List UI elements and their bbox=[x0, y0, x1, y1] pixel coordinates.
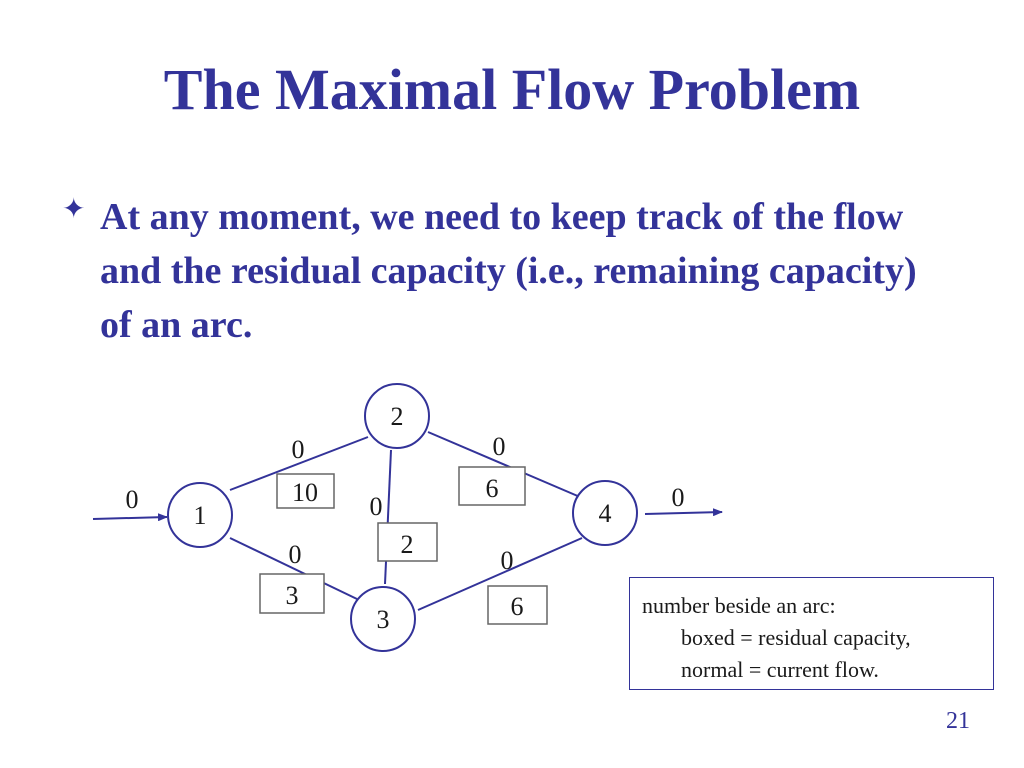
svg-text:2: 2 bbox=[391, 402, 404, 431]
flow-label-2-3: 0 bbox=[370, 492, 383, 521]
svg-text:4: 4 bbox=[599, 499, 612, 528]
svg-text:2: 2 bbox=[401, 530, 414, 559]
flow-label-1-2: 0 bbox=[292, 435, 305, 464]
svg-text:6: 6 bbox=[511, 592, 524, 621]
bullet-star-icon: ✦ bbox=[62, 194, 86, 225]
residual-box-2-3: 2 bbox=[377, 522, 438, 562]
arc-2-4 bbox=[427, 431, 581, 498]
legend-box: number beside an arc: boxed = residual c… bbox=[629, 577, 994, 690]
svg-text:3: 3 bbox=[286, 581, 299, 610]
svg-text:10: 10 bbox=[292, 478, 318, 507]
bullet-text: At any moment, we need to keep track of … bbox=[100, 196, 917, 346]
node-2: 2 bbox=[364, 383, 430, 449]
svg-text:6: 6 bbox=[486, 474, 499, 503]
arc-3-4 bbox=[417, 537, 583, 611]
arc-source-1 bbox=[92, 513, 168, 522]
node-1: 1 bbox=[167, 482, 233, 548]
arc-4-sink bbox=[644, 508, 723, 517]
flow-label-1-3: 0 bbox=[289, 540, 302, 569]
residual-box-3-4: 6 bbox=[487, 585, 548, 625]
residual-box-2-4: 6 bbox=[458, 466, 526, 506]
flow-label-2-4: 0 bbox=[493, 432, 506, 461]
legend-line-1: number beside an arc: bbox=[642, 593, 836, 618]
page-number: 21 bbox=[946, 708, 970, 734]
flow-label-source-1: 0 bbox=[126, 485, 139, 514]
arc-1-2 bbox=[229, 436, 369, 491]
node-3: 3 bbox=[350, 586, 416, 652]
flow-label-3-4: 0 bbox=[501, 546, 514, 575]
slide-title: The Maximal Flow Problem bbox=[163, 57, 861, 122]
flow-label-4-sink: 0 bbox=[672, 483, 685, 512]
legend-line-2: boxed = residual capacity, bbox=[681, 625, 911, 650]
svg-text:3: 3 bbox=[377, 605, 390, 634]
residual-box-1-2: 10 bbox=[276, 473, 335, 509]
arc-2-3 bbox=[384, 449, 392, 585]
arc-1-3 bbox=[229, 537, 358, 600]
residual-box-1-3: 3 bbox=[259, 573, 325, 614]
legend-line-3: normal = current flow. bbox=[681, 657, 879, 682]
svg-text:1: 1 bbox=[194, 501, 207, 530]
node-4: 4 bbox=[572, 480, 638, 546]
